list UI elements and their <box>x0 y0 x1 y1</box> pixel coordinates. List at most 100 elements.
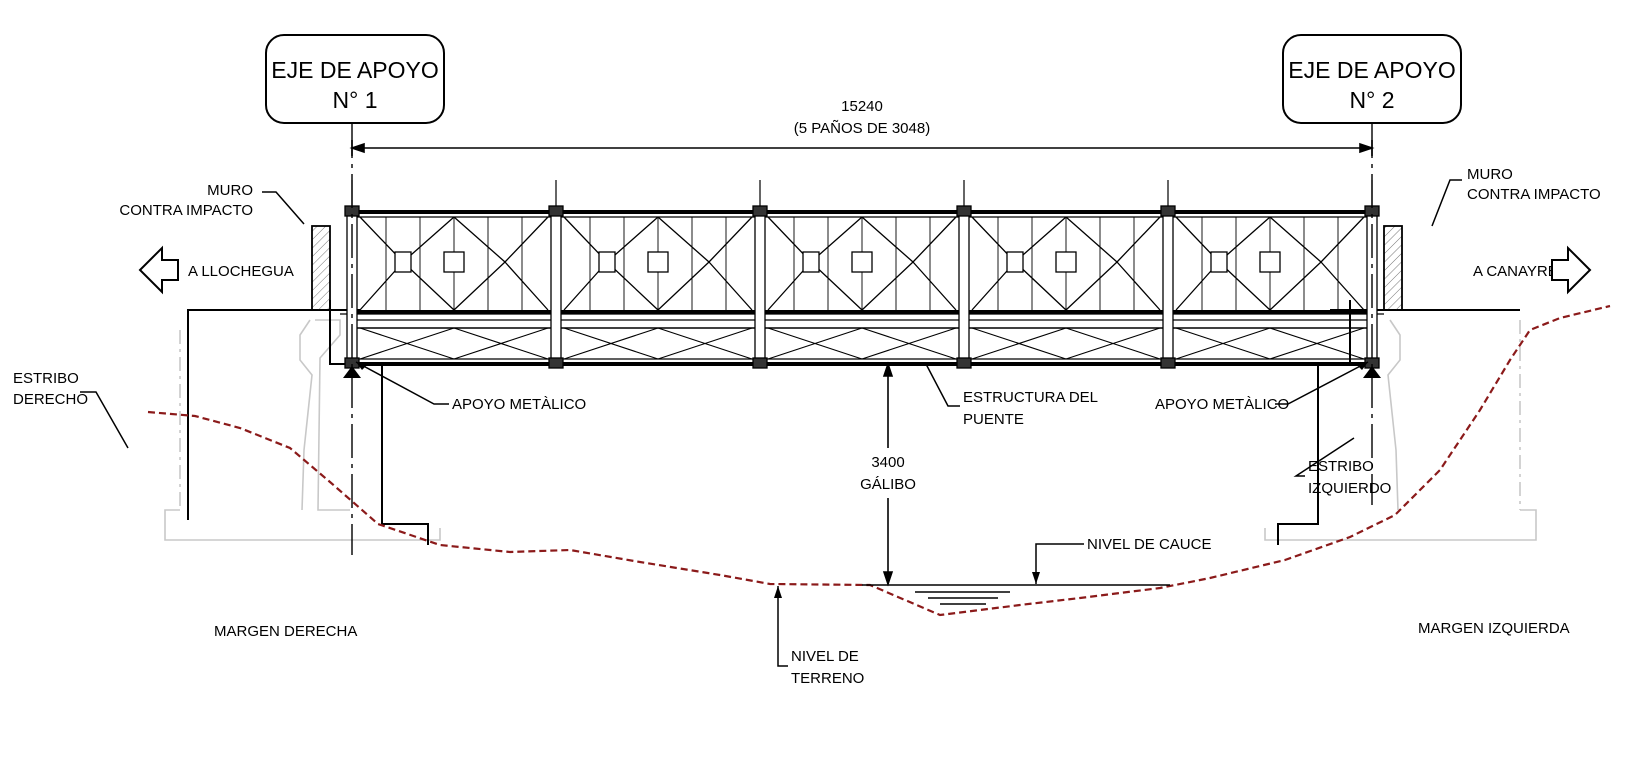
truss-diagonal <box>1269 261 1322 311</box>
clearance-label: GÁLIBO <box>860 476 916 493</box>
truss-lower-diagonal <box>971 327 1067 360</box>
truss-diagonal <box>1116 261 1161 311</box>
left-bearing-label: APOYO METÀLICO <box>452 396 586 413</box>
direction-left: A LLOCHEGUA <box>138 245 294 295</box>
right-abutment-line1: ESTRIBO <box>1308 458 1374 475</box>
truss-diagonal <box>861 261 914 311</box>
axis-callout-1: EJE DE APOYO N° 1 <box>265 34 445 124</box>
left-abutment-leader <box>80 391 129 449</box>
truss-post-cap <box>1160 205 1176 217</box>
truss-lower-diagonal <box>1175 327 1271 360</box>
truss-gusset <box>1006 251 1024 273</box>
truss-diagonal <box>1065 216 1118 263</box>
axis-2-line1: EJE DE APOYO <box>1288 57 1455 83</box>
truss-diagonal <box>1320 261 1365 311</box>
ground-line2: TERRENO <box>791 670 864 687</box>
support-axes <box>351 124 1373 555</box>
truss-diagonal <box>1065 261 1118 311</box>
truss-diagonal <box>708 261 753 311</box>
right-abutment-line2: IZQUIERDO <box>1308 480 1391 497</box>
truss-diagonal <box>453 216 506 263</box>
truss-lower-diagonal <box>657 327 753 360</box>
right-margin-label: MARGEN IZQUIERDA <box>1418 620 1570 637</box>
left-wall-line1: MURO <box>207 182 253 199</box>
ghost-abutments <box>164 319 1537 541</box>
truss-post-cap <box>548 205 564 217</box>
truss-gusset <box>1259 251 1281 273</box>
truss-diagonal <box>453 261 506 311</box>
clearance-value: 3400 <box>871 454 904 471</box>
span-panels: (5 PAÑOS DE 3048) <box>794 120 930 137</box>
terrain-line <box>147 304 1611 617</box>
truss-gusset <box>598 251 616 273</box>
impact-wall-left <box>311 225 331 311</box>
impact-walls <box>311 225 1403 311</box>
ground-line1: NIVEL DE <box>791 648 859 665</box>
span-length: 15240 <box>841 98 883 115</box>
right-bearing-label: APOYO METÀLICO <box>1155 396 1289 413</box>
riverbed-label: NIVEL DE CAUCE <box>1087 536 1211 553</box>
axis-callout-2: EJE DE APOYO N° 2 <box>1282 34 1462 124</box>
truss-post <box>754 209 766 367</box>
axis-2-line2: N° 2 <box>1350 87 1395 113</box>
truss-diagonal <box>708 216 753 263</box>
truss-gusset <box>851 251 873 273</box>
right-wall-leader <box>1431 179 1462 227</box>
clearance-dimension <box>882 361 894 587</box>
truss-post <box>1162 209 1174 367</box>
truss-diagonal <box>912 261 957 311</box>
left-bearing-leader <box>355 361 449 405</box>
right-wall-line1: MURO <box>1467 166 1513 183</box>
right-wall-line2: CONTRA IMPACTO <box>1467 186 1601 203</box>
truss-post-cap <box>956 205 972 217</box>
water-level-symbol <box>862 584 1170 605</box>
left-margin-label: MARGEN DERECHA <box>214 623 357 640</box>
bridge-truss <box>340 180 1384 378</box>
truss-lower-diagonal <box>861 327 957 360</box>
left-abutment-line1: ESTRIBO <box>13 370 79 387</box>
truss-post-base <box>548 357 564 369</box>
truss-lower-diagonal <box>767 327 863 360</box>
right-bearing-leader <box>1275 361 1369 405</box>
bearing-left <box>343 366 361 378</box>
truss-post-base <box>752 357 768 369</box>
truss-post-base <box>1160 357 1176 369</box>
truss-post <box>958 209 970 367</box>
truss-gusset <box>443 251 465 273</box>
truss-diagonal <box>1116 216 1161 263</box>
truss-lower-diagonal <box>1269 327 1365 360</box>
truss-post-cap <box>752 205 768 217</box>
truss-post-base <box>956 357 972 369</box>
truss-diagonal <box>504 261 549 311</box>
ground-leader <box>777 586 788 667</box>
truss-gusset <box>394 251 412 273</box>
left-wall-leader <box>262 191 305 225</box>
axis-1-line2: N° 1 <box>333 87 378 113</box>
direction-right: A CANAYRE <box>1473 245 1592 295</box>
truss-post <box>550 209 562 367</box>
riverbed-leader <box>1035 543 1084 584</box>
truss-diagonal <box>861 216 914 263</box>
truss-diagonal <box>504 216 549 263</box>
truss-gusset <box>802 251 820 273</box>
truss-diagonal <box>657 261 710 311</box>
truss-gusset <box>647 251 669 273</box>
truss-lower-diagonal <box>453 327 549 360</box>
impact-wall-right <box>1383 225 1403 311</box>
truss-lower-diagonal <box>359 327 455 360</box>
truss-diagonal <box>912 216 957 263</box>
direction-right-label: A CANAYRE <box>1473 263 1558 280</box>
right-abutment-leader <box>1293 437 1355 477</box>
structure-leader <box>925 363 960 407</box>
span-dimension <box>349 140 1375 156</box>
bearing-right <box>1363 366 1381 378</box>
left-abutment-line2: DERECHO <box>13 391 88 408</box>
structure-line2: PUENTE <box>963 411 1024 428</box>
truss-lower-diagonal <box>563 327 659 360</box>
truss-diagonal <box>1269 216 1322 263</box>
truss-diagonal <box>1320 216 1365 263</box>
truss-gusset <box>1210 251 1228 273</box>
truss-lower-diagonal <box>1065 327 1161 360</box>
truss-gusset <box>1055 251 1077 273</box>
